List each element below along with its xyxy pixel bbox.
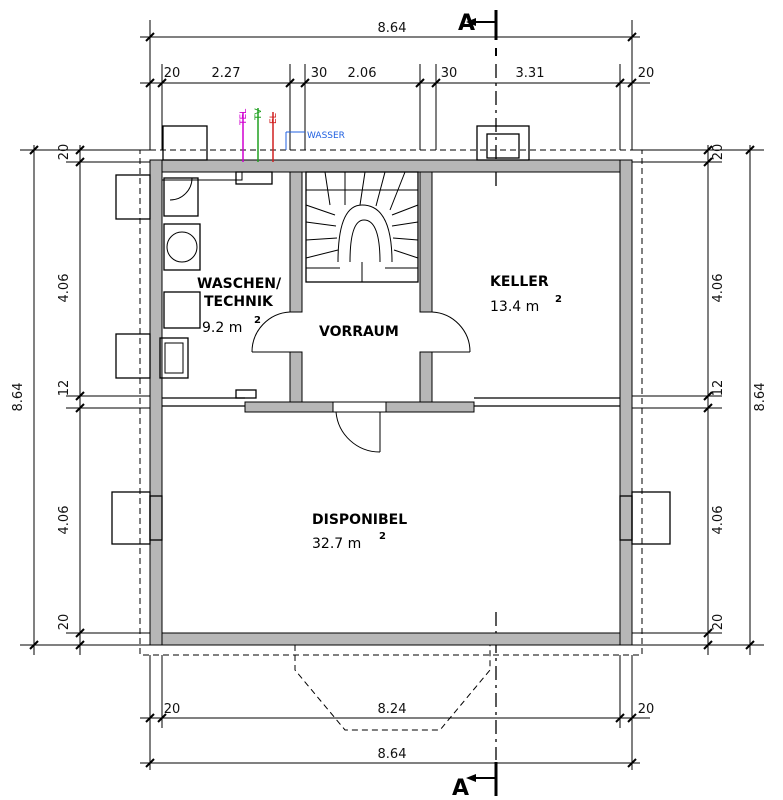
tv-label: TV bbox=[254, 108, 264, 121]
staircase bbox=[305, 171, 419, 283]
top-dim-seg-4: 2.06 bbox=[348, 66, 377, 81]
room-waschen-area: 9.2 m bbox=[202, 320, 242, 336]
room-disponibel-label: DISPONIBEL bbox=[312, 512, 407, 528]
top-dim-seg-3: 30 bbox=[311, 66, 328, 81]
section-marker-bottom: A bbox=[452, 776, 469, 800]
right-dim-seg-1: 20 bbox=[711, 144, 726, 161]
right-dimension-lines bbox=[632, 145, 764, 655]
top-dim-seg-1: 20 bbox=[164, 66, 181, 81]
top-dim-seg-6: 3.31 bbox=[516, 66, 545, 81]
room-waschen-area-exponent: 2 bbox=[254, 315, 261, 326]
top-dimension-lines bbox=[140, 20, 650, 150]
room-vorraum-label: VORRAUM bbox=[319, 324, 399, 340]
walls bbox=[149, 159, 633, 646]
room-disponibel-area-exponent: 2 bbox=[379, 531, 386, 542]
section-line bbox=[466, 10, 498, 796]
bottom-dim-seg-3: 20 bbox=[638, 702, 655, 717]
left-dim-seg-4: 4.06 bbox=[57, 506, 72, 535]
top-dim-seg-2: 2.27 bbox=[212, 66, 241, 81]
bottom-dim-seg-1: 20 bbox=[164, 702, 181, 717]
outer-dashed-outline bbox=[139, 149, 643, 656]
room-keller-area: 13.4 m bbox=[490, 299, 539, 315]
right-dim-seg-5: 20 bbox=[711, 614, 726, 631]
laundry-fixtures bbox=[159, 171, 273, 399]
left-dim-seg-5: 20 bbox=[57, 614, 72, 631]
right-total-dimension: 8.64 bbox=[753, 383, 768, 412]
bottom-dimension-lines bbox=[140, 655, 650, 770]
bay-window-outline bbox=[294, 645, 491, 731]
room-keller-label: KELLER bbox=[490, 274, 549, 290]
top-dim-seg-7: 20 bbox=[638, 66, 655, 81]
right-dim-seg-3: 12 bbox=[711, 380, 726, 397]
utility-connections bbox=[242, 108, 305, 162]
doors bbox=[251, 311, 471, 453]
wasser-label: WASSER bbox=[307, 131, 345, 141]
el-label: EL bbox=[269, 113, 279, 124]
room-waschen-label-line2: TECHNIK bbox=[204, 294, 274, 310]
left-dimension-lines bbox=[20, 145, 150, 655]
left-dim-seg-1: 20 bbox=[57, 144, 72, 161]
tel-label: TEL bbox=[239, 109, 249, 126]
room-keller-area-exponent: 2 bbox=[555, 294, 562, 305]
windows bbox=[111, 125, 671, 545]
top-total-dimension: 8.64 bbox=[378, 21, 407, 36]
left-total-dimension: 8.64 bbox=[11, 383, 26, 412]
left-dim-seg-3: 12 bbox=[57, 380, 72, 397]
bottom-dim-seg-2: 8.24 bbox=[378, 702, 407, 717]
room-waschen-label-line1: WASCHEN/ bbox=[197, 276, 282, 292]
right-dim-seg-2: 4.06 bbox=[711, 274, 726, 303]
section-marker-top: A bbox=[458, 11, 475, 36]
bottom-total-dimension: 8.64 bbox=[378, 747, 407, 762]
room-disponibel-area: 32.7 m bbox=[312, 536, 361, 552]
top-dim-seg-5: 30 bbox=[441, 66, 458, 81]
right-dim-seg-4: 4.06 bbox=[711, 506, 726, 535]
left-dim-seg-2: 4.06 bbox=[57, 274, 72, 303]
